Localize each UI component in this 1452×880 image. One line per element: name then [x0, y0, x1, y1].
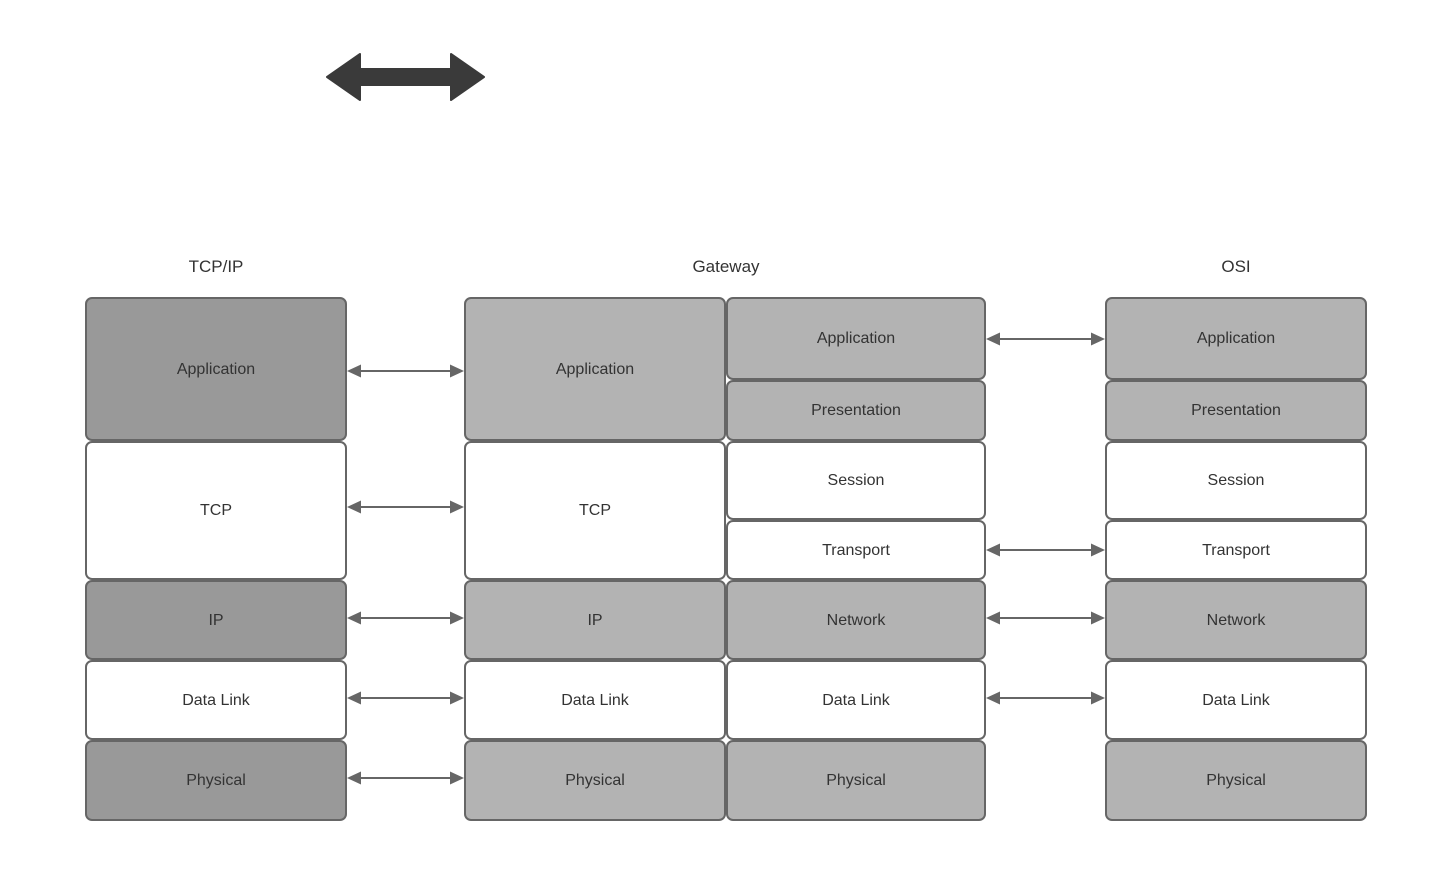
layer-box-gateway-right-session[interactable]: Session — [726, 441, 986, 520]
layer-label: Application — [1196, 330, 1276, 347]
layer-label: Presentation — [811, 402, 901, 419]
layer-label: Network — [1206, 611, 1266, 629]
connector-gateway-osi-network — [986, 607, 1105, 629]
connector-tcpip-gateway-datalink — [347, 687, 464, 709]
layer-label: Transport — [822, 541, 890, 559]
layer-label: Session — [1207, 472, 1265, 489]
bidirectional-arrow — [324, 51, 487, 103]
layer-box-tcpip-tcp[interactable]: TCP — [85, 441, 347, 580]
layer-box-tcpip-physical[interactable]: Physical — [85, 740, 347, 821]
layer-label: Session — [827, 472, 885, 489]
layer-label: Physical — [186, 772, 246, 789]
layer-box-gateway-right-network[interactable]: Network — [726, 580, 986, 660]
layer-box-gateway-left-data-link[interactable]: Data Link — [464, 660, 726, 740]
layer-label: Application — [555, 360, 635, 378]
layer-box-osi-transport[interactable]: Transport — [1105, 520, 1367, 580]
layer-box-osi-data-link[interactable]: Data Link — [1105, 660, 1367, 740]
layer-box-tcpip-data-link[interactable]: Data Link — [85, 660, 347, 740]
layer-label: IP — [208, 611, 224, 629]
connector-tcpip-gateway-physical — [347, 767, 464, 789]
layer-label: TCP — [579, 502, 611, 519]
connector-tcpip-gateway-tcp — [347, 496, 464, 518]
layer-label: Physical — [826, 772, 886, 789]
layer-label: Physical — [1206, 772, 1266, 789]
layer-label: Network — [826, 611, 886, 629]
layer-box-gateway-right-presentation[interactable]: Presentation — [726, 380, 986, 441]
layer-box-osi-network[interactable]: Network — [1105, 580, 1367, 660]
layer-box-tcpip-application[interactable]: Application — [85, 297, 347, 441]
layer-box-osi-application[interactable]: Application — [1105, 297, 1367, 380]
layer-box-gateway-left-application[interactable]: Application — [464, 297, 726, 441]
layer-label: Data Link — [561, 691, 629, 709]
layer-label: IP — [587, 611, 603, 629]
connector-tcpip-gateway-application — [347, 360, 464, 382]
column-heading-tcpip: TCP/IP — [188, 257, 244, 276]
layer-label: Transport — [1202, 541, 1270, 559]
connector-tcpip-gateway-ip — [347, 607, 464, 629]
column-heading-gateway: Gateway — [692, 257, 760, 276]
layer-label: Application — [176, 360, 256, 378]
layer-box-gateway-right-transport[interactable]: Transport — [726, 520, 986, 580]
layer-label: Data Link — [822, 691, 890, 709]
connector-gateway-osi-datalink — [986, 687, 1105, 709]
layer-label: TCP — [200, 502, 232, 519]
layer-box-gateway-left-ip[interactable]: IP — [464, 580, 726, 660]
layer-label: Presentation — [1191, 402, 1281, 419]
layer-label: Data Link — [182, 691, 250, 709]
layer-label: Data Link — [1202, 691, 1270, 709]
layer-box-gateway-right-physical[interactable]: Physical — [726, 740, 986, 821]
layer-box-osi-presentation[interactable]: Presentation — [1105, 380, 1367, 441]
connector-gateway-osi-application — [986, 328, 1105, 350]
connector-gateway-osi-transport — [986, 539, 1105, 561]
layer-label: Application — [816, 330, 896, 347]
layer-box-gateway-left-tcp[interactable]: TCP — [464, 441, 726, 580]
layer-box-osi-physical[interactable]: Physical — [1105, 740, 1367, 821]
layer-label: Physical — [565, 772, 625, 789]
layer-box-gateway-right-data-link[interactable]: Data Link — [726, 660, 986, 740]
layer-box-tcpip-ip[interactable]: IP — [85, 580, 347, 660]
layer-box-gateway-left-physical[interactable]: Physical — [464, 740, 726, 821]
column-heading-osi: OSI — [1221, 257, 1251, 276]
layer-box-osi-session[interactable]: Session — [1105, 441, 1367, 520]
layer-box-gateway-right-application[interactable]: Application — [726, 297, 986, 380]
